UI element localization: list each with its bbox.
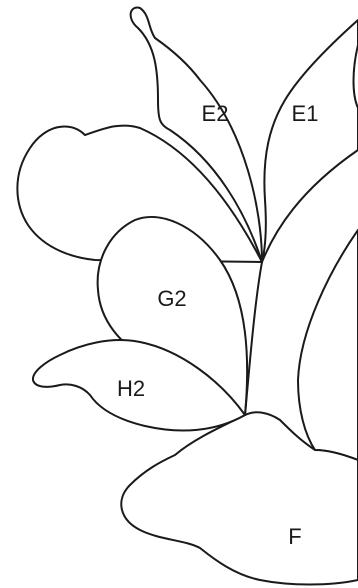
center-stem-line xyxy=(244,261,263,416)
piece-label-f: F xyxy=(288,524,301,549)
piece-e1-shape xyxy=(261,19,358,263)
piece-f-shape xyxy=(120,411,358,586)
piece-label-e1: E1 xyxy=(292,101,319,126)
outer-left-leaf-shape xyxy=(16,124,263,263)
right-lower-leaf-shape xyxy=(297,229,358,461)
piece-e2-shape xyxy=(129,6,263,263)
piece-label-g2: G2 xyxy=(157,286,186,311)
piece-label-e2: E2 xyxy=(202,101,229,126)
piece-h2-shape xyxy=(32,339,246,432)
piece-label-h2: H2 xyxy=(117,376,145,401)
e1-right-notch-shape xyxy=(352,44,358,109)
